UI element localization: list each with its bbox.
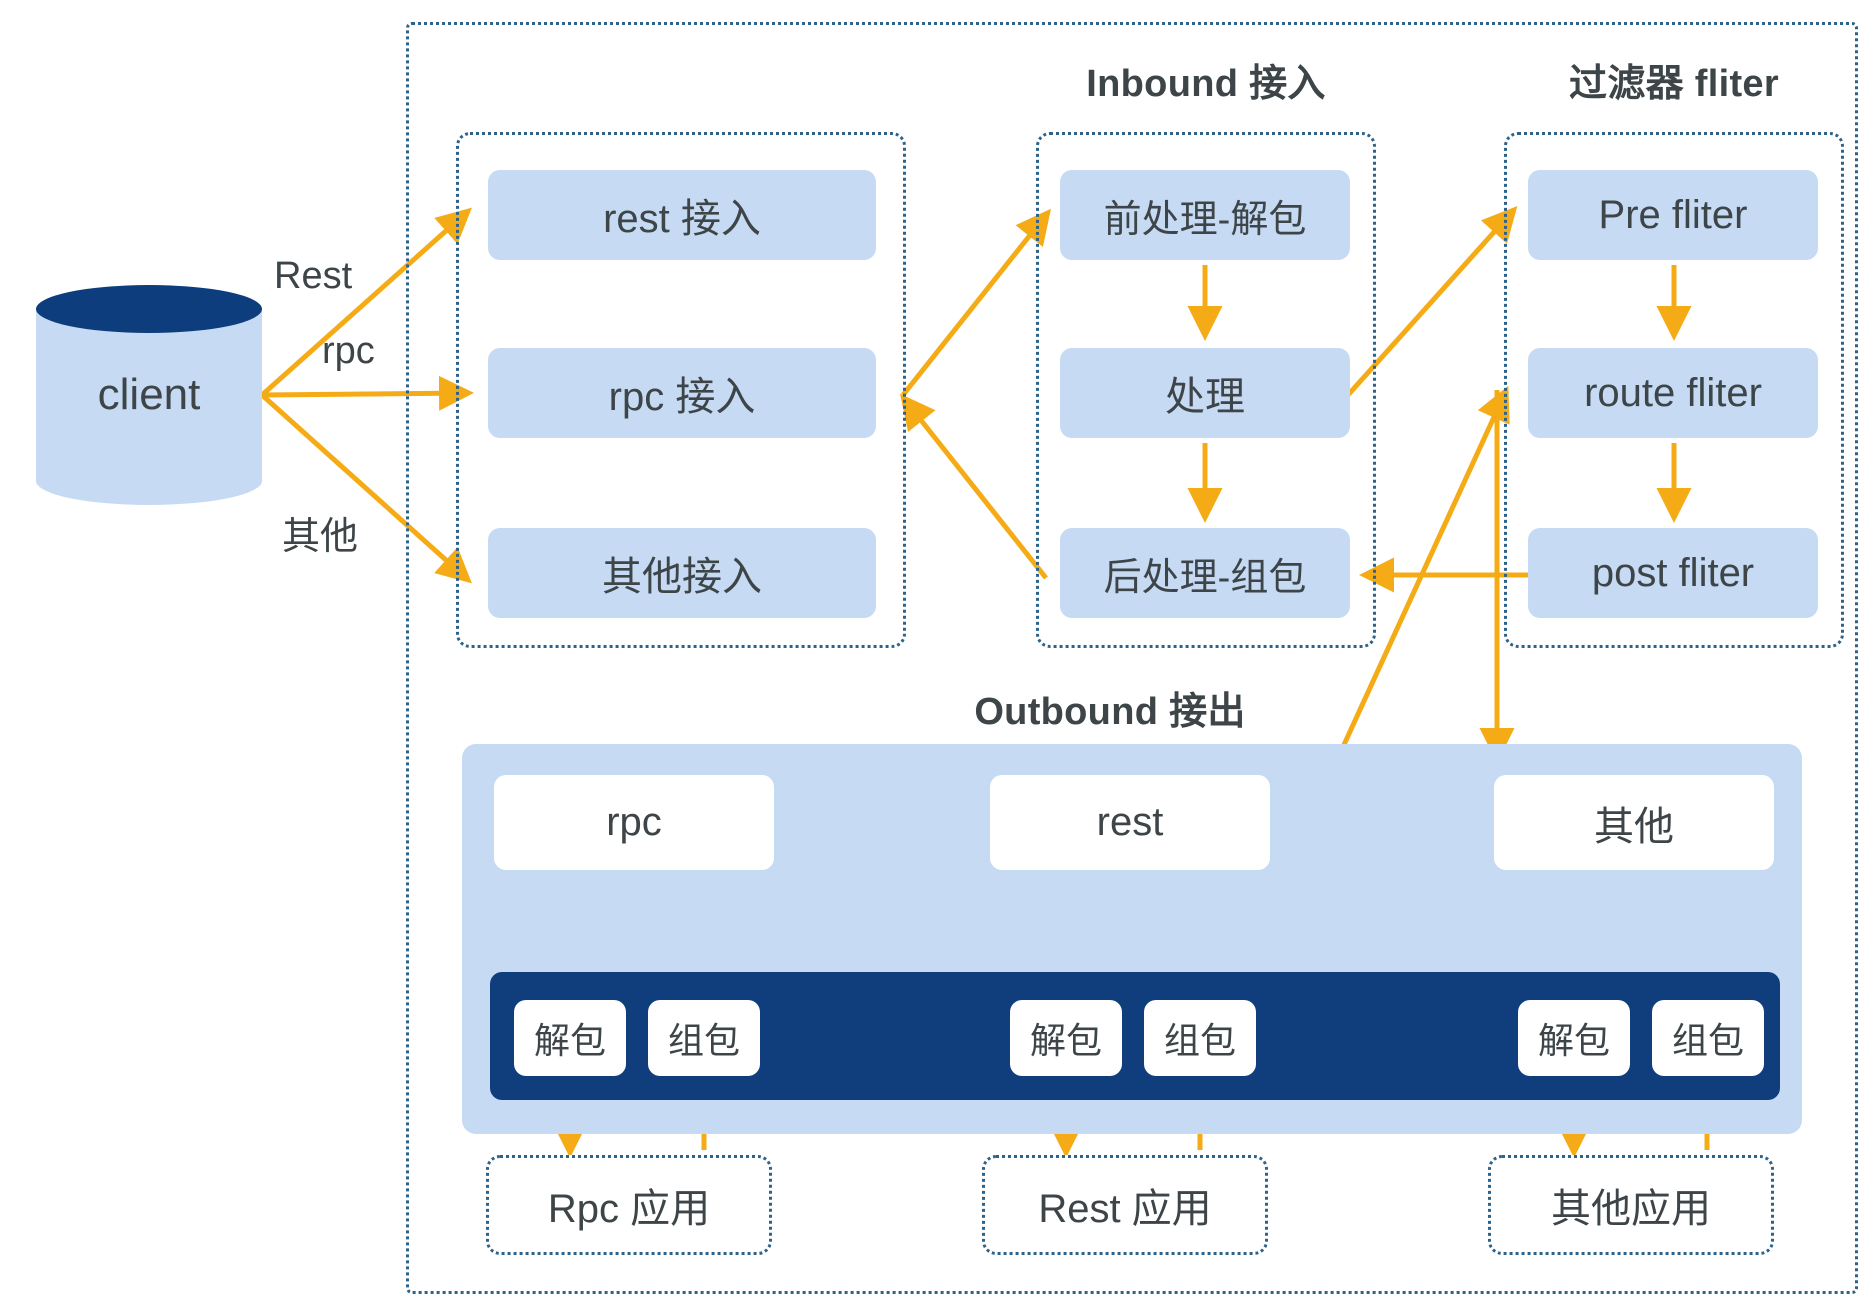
app-box-rpc[interactable]: Rpc 应用 [486, 1155, 772, 1255]
cylinder-bottom [36, 457, 262, 505]
app-box-other[interactable]: 其他应用 [1488, 1155, 1774, 1255]
outbound-protocol-rest[interactable]: rest [990, 775, 1270, 870]
inbound-box-preprocess[interactable]: 前处理-解包 [1060, 170, 1350, 260]
access-group [456, 132, 906, 648]
edge-label-rpc: rpc [322, 330, 375, 372]
filter-box-route[interactable]: route fliter [1528, 348, 1818, 438]
filter-box-post[interactable]: post fliter [1528, 528, 1818, 618]
outbound-group-title: Outbound 接出 [974, 691, 1246, 733]
inbound-box-postprocess[interactable]: 后处理-组包 [1060, 528, 1350, 618]
inbound-group-title: Inbound 接入 [1086, 63, 1326, 105]
inbound-group [1036, 132, 1376, 648]
cylinder-top [36, 285, 262, 333]
filter-group [1504, 132, 1844, 648]
client-cylinder[interactable]: client [36, 285, 262, 505]
edge-label-rest: Rest [274, 255, 353, 297]
access-box-rest[interactable]: rest 接入 [488, 170, 876, 260]
codec-decode-other[interactable]: 解包 [1518, 1000, 1630, 1076]
gateway-outer-frame [406, 22, 1858, 1294]
filter-box-pre[interactable]: Pre fliter [1528, 170, 1818, 260]
access-box-other[interactable]: 其他接入 [488, 528, 876, 618]
access-box-rpc[interactable]: rpc 接入 [488, 348, 876, 438]
edge-label-other: 其他 [282, 516, 359, 558]
outbound-protocol-rpc[interactable]: rpc [494, 775, 774, 870]
codec-decode-rest[interactable]: 解包 [1010, 1000, 1122, 1076]
client-label: client [97, 370, 201, 419]
codec-encode-other[interactable]: 组包 [1652, 1000, 1764, 1076]
codec-encode-rpc[interactable]: 组包 [648, 1000, 760, 1076]
app-box-rest[interactable]: Rest 应用 [982, 1155, 1268, 1255]
filter-group-title: 过滤器 fliter [1569, 63, 1779, 105]
inbound-box-process[interactable]: 处理 [1060, 348, 1350, 438]
codec-encode-rest[interactable]: 组包 [1144, 1000, 1256, 1076]
codec-decode-rpc[interactable]: 解包 [514, 1000, 626, 1076]
cylinder-body [36, 309, 262, 481]
outbound-protocol-other[interactable]: 其他 [1494, 775, 1774, 870]
